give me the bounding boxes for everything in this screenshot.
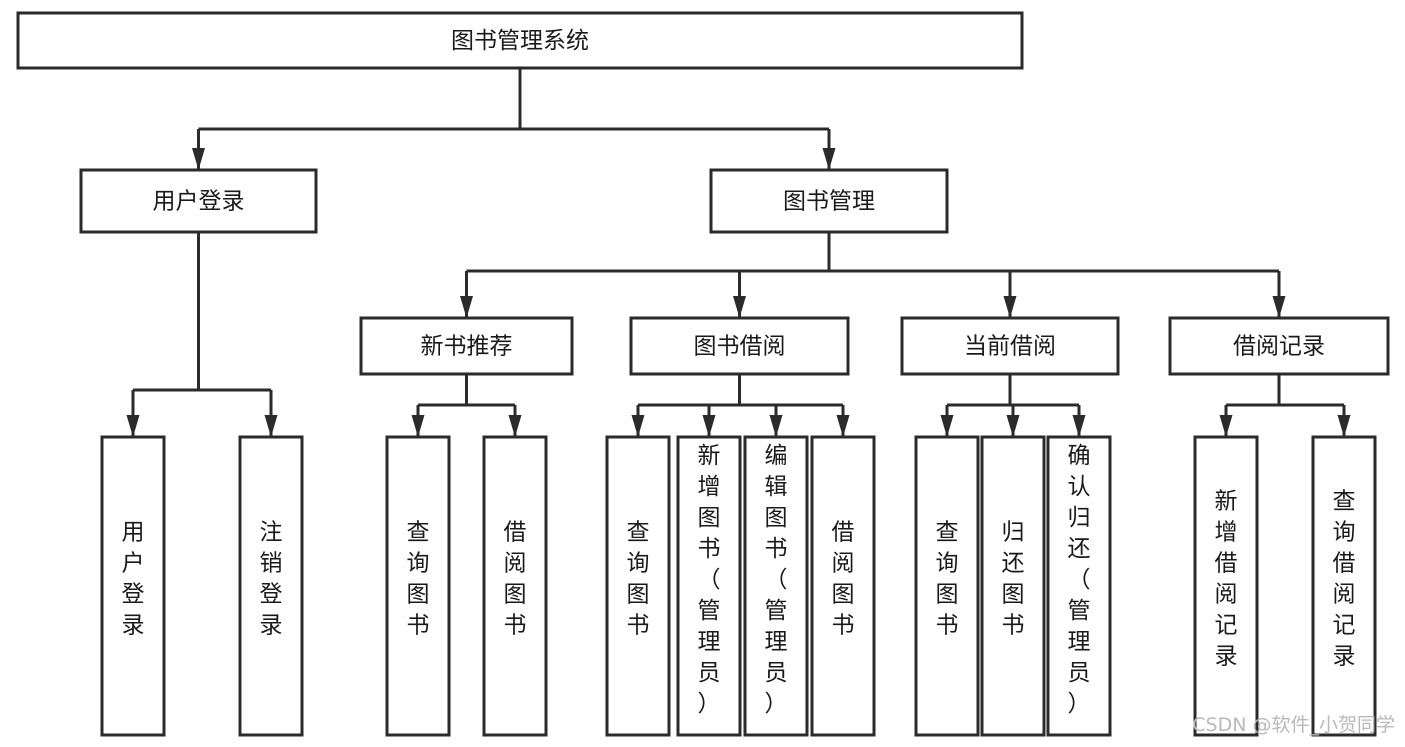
connector-arrow-icon <box>192 148 205 170</box>
node-leaf-return-book-label: 归还图书 <box>1002 520 1025 639</box>
node-leaf-borrow-book-bor[interactable]: 借阅图书 <box>810 435 876 737</box>
connector-arrow-icon <box>1337 415 1351 437</box>
node-leaf-confirm-return-label: 确认归还（管理员） <box>1068 443 1091 717</box>
connector-arrow-icon <box>1003 296 1017 318</box>
node-leaf-user-logout-label: 注销登录 <box>260 520 283 639</box>
connector-arrow-icon <box>940 415 954 437</box>
connector-arrow-icon <box>769 415 783 437</box>
node-leaf-return-book[interactable]: 归还图书 <box>980 435 1046 737</box>
node-leaf-return-book-box[interactable] <box>980 435 1046 737</box>
node-leaf-add-book-label: 新增图书（管理员） <box>698 443 721 717</box>
node-leaf-edit-book-label: 编辑图书（管理员） <box>765 443 788 717</box>
node-leaf-query-book-bor-box[interactable] <box>605 435 671 737</box>
connector-arrow-icon <box>460 296 473 318</box>
node-leaf-confirm-return[interactable]: 确认归还（管理员） <box>1046 435 1112 737</box>
connector-arrow-icon <box>702 415 716 437</box>
node-leaf-query-book-cur-box[interactable] <box>914 435 980 737</box>
node-leaf-user-login-box[interactable] <box>100 435 166 737</box>
node-leaf-query-book-bor-label: 查询图书 <box>627 520 650 639</box>
node-current-borrow-label: 当前借阅 <box>964 334 1056 360</box>
connector-arrow-icon <box>836 415 850 437</box>
node-current-borrow[interactable]: 当前借阅 <box>900 316 1120 376</box>
node-leaf-user-login-label: 用户登录 <box>122 520 145 639</box>
nodes-layer: 图书管理系统用户登录图书管理新书推荐图书借阅当前借阅借阅记录用户登录注销登录查询… <box>16 11 1390 737</box>
node-leaf-borrow-book-bor-box[interactable] <box>810 435 876 737</box>
connector-arrow-icon <box>508 415 522 437</box>
node-leaf-borrow-book-rec-box[interactable] <box>482 435 548 737</box>
node-leaf-query-book-rec-box[interactable] <box>385 435 451 737</box>
node-leaf-query-book-bor[interactable]: 查询图书 <box>605 435 671 737</box>
node-root-label: 图书管理系统 <box>451 28 589 54</box>
node-leaf-user-login[interactable]: 用户登录 <box>100 435 166 737</box>
node-book-manage-label: 图书管理 <box>783 189 875 215</box>
node-leaf-add-book-box[interactable] <box>676 435 742 737</box>
node-leaf-edit-book[interactable]: 编辑图书（管理员） <box>743 435 809 737</box>
node-leaf-confirm-return-box[interactable] <box>1046 435 1112 737</box>
node-user-login-label: 用户登录 <box>153 189 245 215</box>
connector-arrow-icon <box>1272 296 1286 318</box>
node-borrow-record-box[interactable] <box>1168 316 1390 376</box>
node-leaf-query-record-box[interactable] <box>1311 435 1377 737</box>
connector-arrow-icon <box>264 415 278 437</box>
node-current-borrow-box[interactable] <box>900 316 1120 376</box>
node-leaf-user-logout-box[interactable] <box>238 435 304 737</box>
node-new-book-recommend-label: 新书推荐 <box>421 334 513 360</box>
node-leaf-query-book-cur[interactable]: 查询图书 <box>914 435 980 737</box>
node-leaf-query-record-label: 查询借阅记录 <box>1333 489 1356 670</box>
connector-arrow-icon <box>1219 415 1233 437</box>
node-leaf-query-book-rec[interactable]: 查询图书 <box>385 435 451 737</box>
node-leaf-borrow-book-rec-label: 借阅图书 <box>504 520 527 639</box>
node-root[interactable]: 图书管理系统 <box>16 11 1024 70</box>
node-book-manage-box[interactable] <box>709 168 949 234</box>
node-leaf-query-record[interactable]: 查询借阅记录 <box>1311 435 1377 737</box>
node-leaf-borrow-book-bor-label: 借阅图书 <box>832 520 855 639</box>
node-new-book-recommend-box[interactable] <box>359 316 574 376</box>
node-leaf-user-logout[interactable]: 注销登录 <box>238 435 304 737</box>
node-user-login[interactable]: 用户登录 <box>79 168 318 234</box>
csdn-watermark: CSDN @软件_小贺同学 <box>1192 714 1395 736</box>
node-user-login-box[interactable] <box>79 168 318 234</box>
connector-arrow-icon <box>733 296 746 318</box>
connector-arrow-icon <box>631 415 645 437</box>
node-leaf-query-book-cur-label: 查询图书 <box>936 520 959 639</box>
node-borrow-record-label: 借阅记录 <box>1233 334 1325 360</box>
node-leaf-add-record-box[interactable] <box>1193 435 1259 737</box>
node-new-book-recommend[interactable]: 新书推荐 <box>359 316 574 376</box>
node-leaf-add-book[interactable]: 新增图书（管理员） <box>676 435 742 737</box>
node-book-borrow-label: 图书借阅 <box>694 334 786 360</box>
node-borrow-record[interactable]: 借阅记录 <box>1168 316 1390 376</box>
node-book-borrow-box[interactable] <box>629 316 850 376</box>
node-book-borrow[interactable]: 图书借阅 <box>629 316 850 376</box>
node-leaf-add-record[interactable]: 新增借阅记录 <box>1193 435 1259 737</box>
node-leaf-query-book-rec-label: 查询图书 <box>407 520 430 639</box>
connector-arrow-icon <box>411 415 425 437</box>
node-book-manage[interactable]: 图书管理 <box>709 168 949 234</box>
node-leaf-borrow-book-rec[interactable]: 借阅图书 <box>482 435 548 737</box>
connector-arrow-icon <box>1072 415 1086 437</box>
connector-arrow-icon <box>1006 415 1020 437</box>
connector-arrow-icon <box>126 415 140 437</box>
node-leaf-add-record-label: 新增借阅记录 <box>1215 489 1238 670</box>
node-root-box[interactable] <box>16 11 1024 70</box>
connector-arrow-icon <box>822 148 836 170</box>
connectors-layer <box>126 68 1351 437</box>
node-leaf-edit-book-box[interactable] <box>743 435 809 737</box>
